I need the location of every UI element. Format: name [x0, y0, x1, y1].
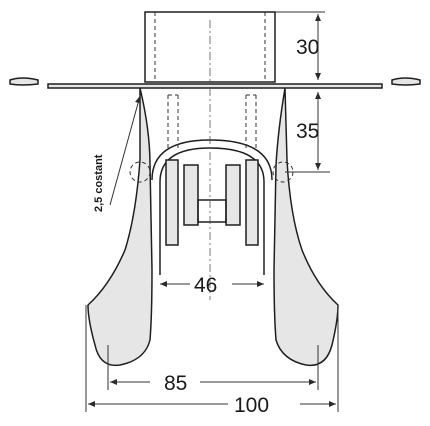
dim-inner-width: 46 [160, 274, 264, 297]
dim-stem-height: 35 [285, 92, 330, 173]
dim-label-tube-height: 30 [296, 36, 319, 59]
dim-label-wall-thickness: 2,5 costant [93, 154, 105, 212]
dim-tube-height: 30 [275, 11, 325, 80]
dim-overall-width: 100 [85, 305, 339, 417]
flange-plate [9, 77, 421, 89]
dim-label-inner-width: 46 [194, 274, 217, 297]
dim-mid-width: 85 [107, 345, 319, 395]
dim-wall-thickness: 2,5 costant [93, 95, 141, 212]
top-tube [144, 11, 276, 83]
fork-body [87, 87, 339, 367]
dim-label-stem-height: 35 [296, 120, 319, 143]
dim-label-mid-width: 85 [164, 372, 187, 395]
dim-label-overall-width: 100 [234, 394, 269, 417]
